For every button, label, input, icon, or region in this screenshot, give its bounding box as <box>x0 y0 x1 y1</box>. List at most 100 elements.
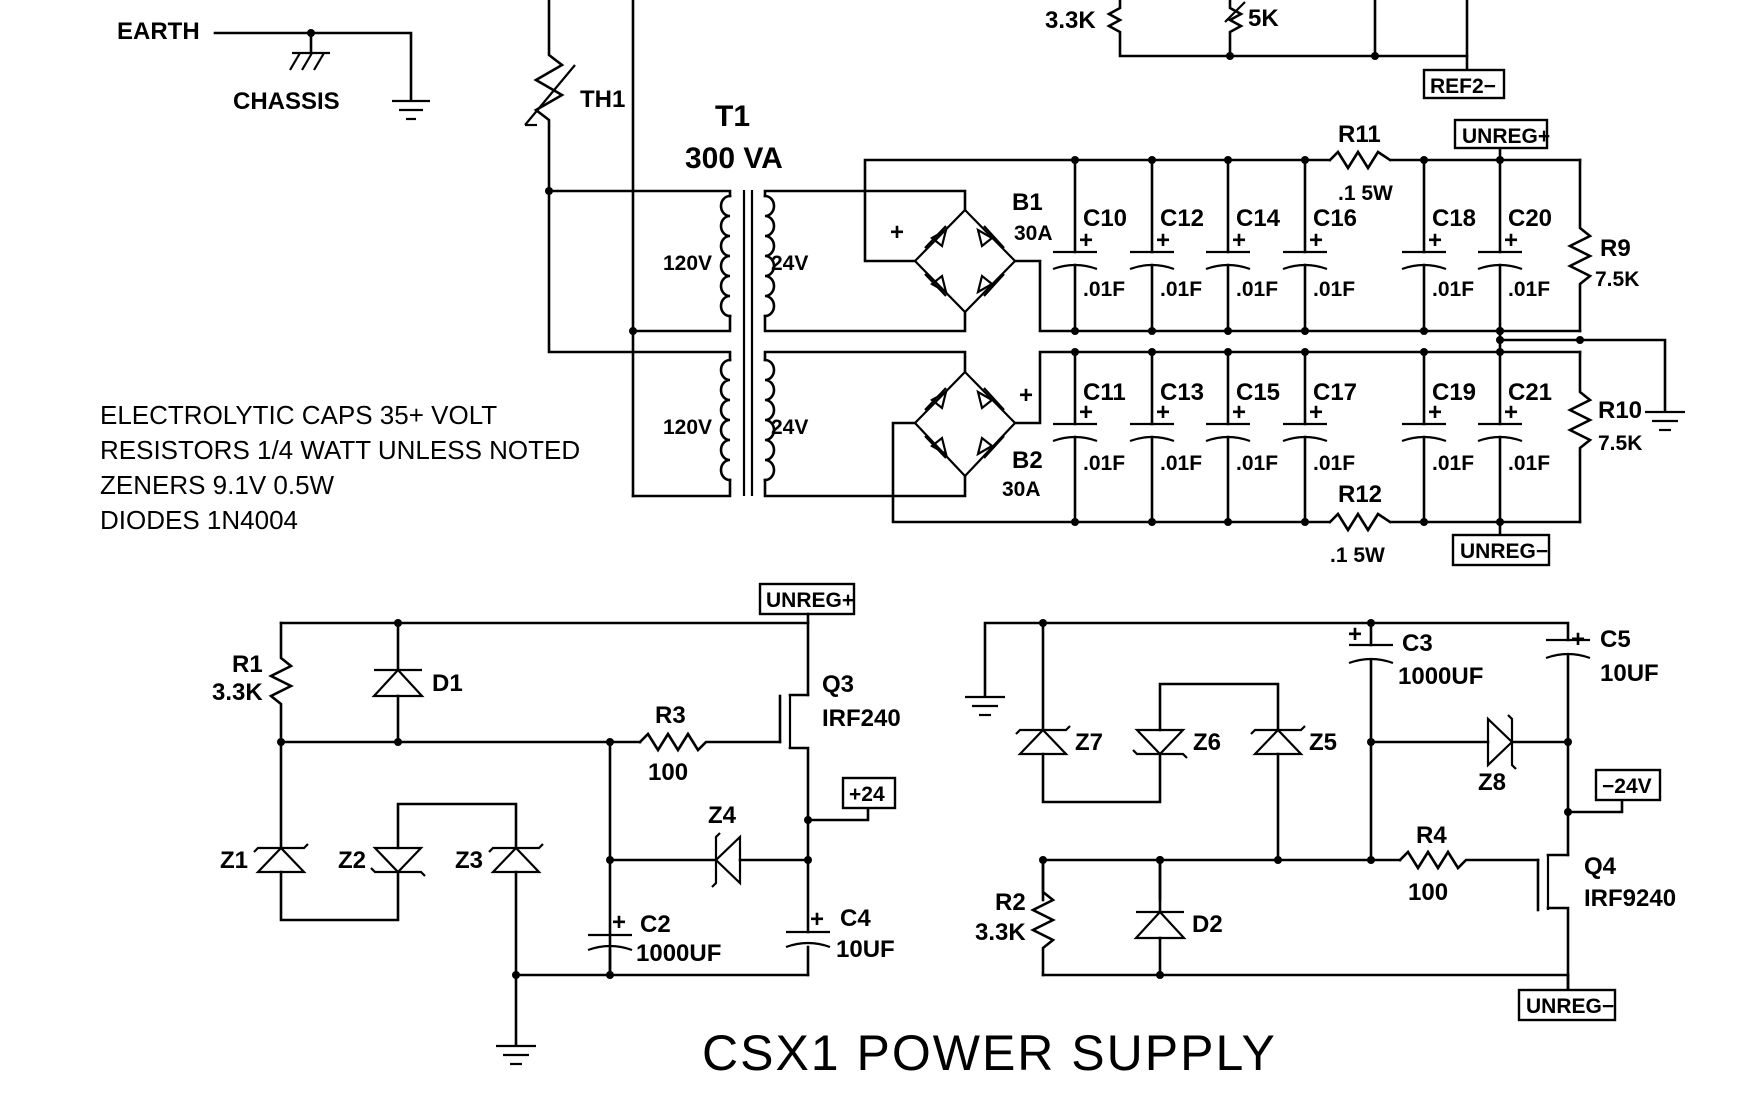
c12-value: .01F <box>1160 278 1202 301</box>
c14-label: C14 <box>1236 205 1281 232</box>
c3-value: 1000UF <box>1398 663 1483 690</box>
r9-value: 7.5K <box>1595 268 1639 291</box>
c14-value: .01F <box>1236 278 1278 301</box>
output-ground-icon <box>1645 410 1685 432</box>
t1-label: T1 <box>715 100 750 133</box>
capacitor-c15: C15+.01F <box>1205 348 1280 526</box>
c12-plus: + <box>1156 227 1170 254</box>
capacitor-c11: C11+.01F <box>1052 348 1126 526</box>
z4-label: Z4 <box>708 802 737 829</box>
c2-plus: + <box>612 909 626 936</box>
c16-plus: + <box>1309 227 1323 254</box>
c11-label: C11 <box>1083 379 1126 406</box>
r2-zigzag: R2 3.3K <box>975 858 1056 977</box>
c17-plus: + <box>1309 399 1323 426</box>
unreg-plus-label-pos: UNREG+ <box>766 589 854 612</box>
b2-rating: 30A <box>1002 478 1041 501</box>
r2-value: 3.3K <box>975 919 1026 946</box>
c21-value: .01F <box>1508 452 1550 475</box>
c21-label: C21 <box>1508 379 1552 406</box>
c19-plus: + <box>1428 399 1442 426</box>
z2-label: Z2 <box>338 847 366 874</box>
c15-label: C15 <box>1236 379 1280 406</box>
chassis-label: CHASSIS <box>233 88 340 115</box>
capacitor-c10: C10+.01F <box>1052 156 1127 335</box>
c18-label: C18 <box>1432 205 1476 232</box>
c3-plus: + <box>1348 621 1362 648</box>
earth-ground-icon <box>392 99 430 121</box>
r3-value: 100 <box>648 759 688 786</box>
zener-z6 <box>1132 728 1188 759</box>
b1-rating: 30A <box>1014 222 1053 245</box>
c17-value: .01F <box>1313 452 1355 475</box>
q3-label: Q3 <box>822 671 854 698</box>
c4-label: C4 <box>840 905 871 932</box>
b2-label: B2 <box>1012 447 1043 474</box>
unreg-minus-label-neg: UNREG− <box>1526 995 1614 1018</box>
r11-value: .1 5W <box>1338 182 1393 205</box>
c18-plus: + <box>1428 227 1442 254</box>
c21-plus: + <box>1504 399 1518 426</box>
z5-label: Z5 <box>1309 729 1337 756</box>
capacitor-c14: C14+ .01F <box>1205 156 1281 335</box>
d1-label: D1 <box>432 670 463 697</box>
earth-label: EARTH <box>117 18 200 45</box>
r1-value: 3.3K <box>212 679 263 706</box>
capacitor-c18: C18+ .01F <box>1401 156 1476 335</box>
c5-value: 10UF <box>1600 660 1659 687</box>
unreg-minus-terminal-top <box>1451 533 1551 567</box>
q3-part: IRF240 <box>822 705 901 732</box>
secondary-top-voltage: 24V <box>771 252 808 275</box>
positive-regulator: UNREG+ R1 3.3K D1 R3 100 Q3 IRF240 +24 <box>212 582 901 1066</box>
t1-rating: 300 VA <box>685 142 783 175</box>
zener-z2 <box>370 846 426 877</box>
unreg-minus-terminal-neg-group: UNREG− <box>1517 973 1617 1022</box>
ref2-divider-fragment: 3.3K 5K REF2− <box>1045 0 1506 100</box>
c5-plus: + <box>1571 626 1585 653</box>
ref2-label: REF2− <box>1430 75 1496 98</box>
c10-plus: + <box>1079 227 1093 254</box>
c10-value: .01F <box>1083 278 1125 301</box>
secondary-bottom-voltage: 24V <box>771 416 808 439</box>
c13-plus: + <box>1156 399 1170 426</box>
mains-transformer-section: TH1 T1 300 VA 120V 24V 120V 24V <box>524 0 967 498</box>
r10-label: R10 <box>1598 397 1642 424</box>
c12-label: C12 <box>1160 205 1204 232</box>
c19-value: .01F <box>1432 452 1474 475</box>
c20-label: C20 <box>1508 205 1552 232</box>
c3-label: C3 <box>1402 630 1433 657</box>
capacitor-c17: C17+ .01F <box>1282 348 1357 526</box>
z7-label: Z7 <box>1075 729 1103 756</box>
c4-plus: + <box>810 906 824 933</box>
zener-z4 <box>711 832 742 888</box>
capacitor-c16: C16+.01F <box>1282 156 1357 335</box>
c14-plus: + <box>1232 227 1246 254</box>
zener-z1 <box>253 843 309 874</box>
th1-label: TH1 <box>580 86 625 113</box>
note-2: RESISTORS 1/4 WATT UNLESS NOTED <box>100 435 580 465</box>
negative-regulator: + C3 1000UF + C5 10UF Z8 −24V <box>965 619 1676 992</box>
c2-value: 1000UF <box>636 940 721 967</box>
c15-value: .01F <box>1236 452 1278 475</box>
bridge-b2: + B2 30A <box>891 350 1582 524</box>
c16-label: C16 <box>1313 205 1357 232</box>
z6-label: Z6 <box>1193 729 1221 756</box>
primary-top-voltage: 120V <box>663 252 712 275</box>
c5-label: C5 <box>1600 626 1631 653</box>
pot-5k-label: 5K <box>1248 5 1279 32</box>
c17-label: C17 <box>1313 379 1357 406</box>
unreg-plus-terminal-top <box>1453 118 1549 150</box>
note-3: ZENERS 9.1V 0.5W <box>100 470 335 500</box>
r12-value: .1 5W <box>1330 544 1385 567</box>
thermistor-th1 <box>524 64 576 126</box>
plus24-label: +24 <box>849 783 885 806</box>
zener-z3 <box>488 843 544 874</box>
b2-plus: + <box>1019 382 1033 409</box>
diagram-title: CSX1 POWER SUPPLY <box>702 1025 1277 1081</box>
z3-label: Z3 <box>455 847 483 874</box>
c18-value: .01F <box>1432 278 1474 301</box>
r11-label: R11 <box>1338 121 1381 148</box>
q4-label: Q4 <box>1584 853 1617 880</box>
